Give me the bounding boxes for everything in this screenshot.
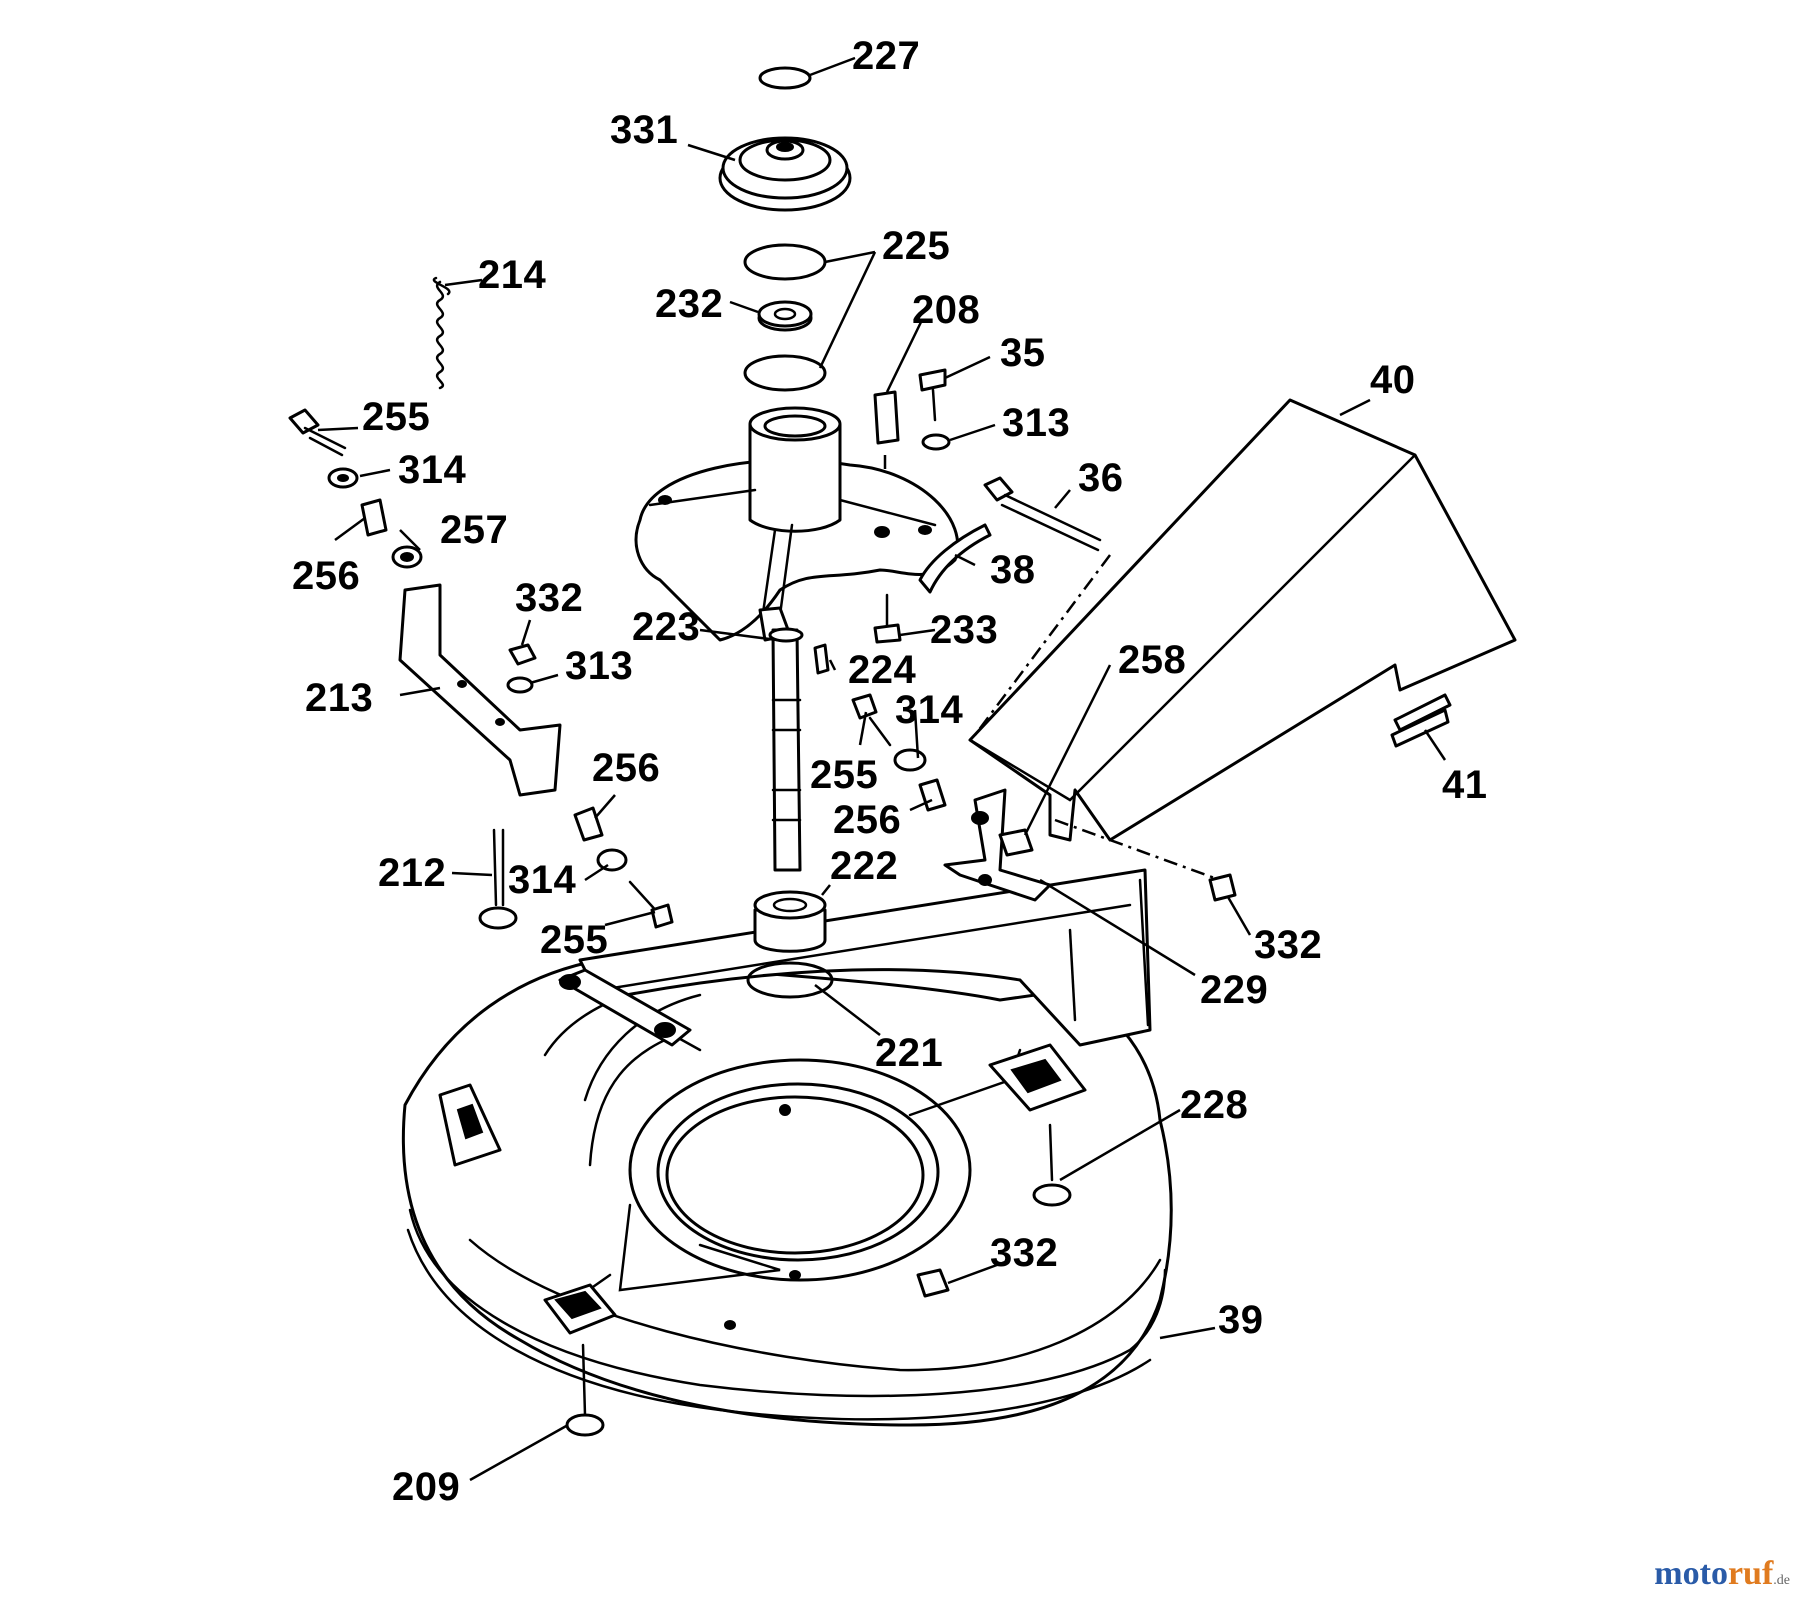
callout-214: 214 bbox=[478, 253, 547, 297]
pulley bbox=[718, 136, 852, 212]
alignment-line bbox=[1054, 818, 1221, 882]
callout-212: 212 bbox=[378, 851, 447, 895]
callout-223: 223 bbox=[632, 605, 701, 649]
bearing-222 bbox=[753, 890, 827, 953]
bolt-35 bbox=[918, 368, 947, 392]
alignment-line bbox=[974, 554, 1111, 736]
callout-41: 41 bbox=[1442, 763, 1488, 807]
screw-209 bbox=[581, 1343, 587, 1417]
washer-314-c bbox=[596, 848, 628, 872]
nut-332-b bbox=[1208, 873, 1237, 902]
nut-332-c bbox=[916, 1268, 950, 1298]
callout-314-c: 314 bbox=[508, 858, 577, 902]
callout-225: 225 bbox=[882, 224, 951, 268]
bolt-36 bbox=[983, 476, 1102, 552]
bolt-255-a bbox=[288, 408, 347, 457]
strap-38 bbox=[918, 523, 992, 594]
washer-313-a bbox=[921, 433, 951, 451]
spindle-housing bbox=[634, 406, 960, 642]
callout-227: 227 bbox=[852, 34, 921, 78]
snap-ring-225-bottom bbox=[743, 354, 827, 392]
callout-313-a: 313 bbox=[1002, 401, 1071, 445]
callout-331: 331 bbox=[610, 108, 679, 152]
snap-ring-221 bbox=[746, 961, 834, 999]
bracket-229 bbox=[943, 788, 1052, 902]
leader-lines bbox=[317, 56, 1447, 1482]
callout-314-a: 314 bbox=[398, 448, 467, 492]
washer-314-b bbox=[893, 748, 927, 772]
snap-ring-227 bbox=[758, 66, 812, 90]
callout-313-b: 313 bbox=[565, 644, 634, 688]
callout-256-c: 256 bbox=[833, 798, 902, 842]
bracket-213 bbox=[398, 583, 562, 797]
callout-332-c: 332 bbox=[990, 1231, 1059, 1275]
callout-233: 233 bbox=[930, 608, 999, 652]
callout-222: 222 bbox=[830, 844, 899, 888]
callout-257: 257 bbox=[440, 508, 509, 552]
key-224 bbox=[813, 643, 830, 675]
callout-221: 221 bbox=[875, 1031, 944, 1075]
callout-255-c: 255 bbox=[540, 918, 609, 962]
spindle-shaft bbox=[768, 627, 804, 872]
screw-228 bbox=[1048, 1123, 1054, 1182]
callout-255-b: 255 bbox=[810, 753, 879, 797]
callout-213: 213 bbox=[305, 676, 374, 720]
spacer-208 bbox=[873, 390, 900, 445]
callout-228: 228 bbox=[1180, 1083, 1249, 1127]
bearing-232 bbox=[757, 300, 813, 332]
callout-332-b: 332 bbox=[1254, 923, 1323, 967]
callout-314-b: 314 bbox=[895, 688, 964, 732]
callout-209: 209 bbox=[392, 1465, 461, 1509]
callout-256-a: 256 bbox=[292, 554, 361, 598]
callout-256-b: 256 bbox=[592, 746, 661, 790]
discharge-chute bbox=[968, 398, 1517, 842]
snap-ring-225-top bbox=[743, 243, 827, 281]
spring-214 bbox=[432, 276, 451, 390]
callout-255-a: 255 bbox=[362, 395, 431, 439]
deck-housing bbox=[401, 868, 1173, 1427]
washer-313-b bbox=[506, 676, 534, 694]
callout-208: 208 bbox=[912, 288, 981, 332]
spacer-256-a bbox=[360, 498, 388, 537]
callout-38: 38 bbox=[990, 548, 1036, 592]
callout-40: 40 bbox=[1370, 358, 1416, 402]
nut-332-a bbox=[508, 643, 537, 666]
nut-258 bbox=[998, 828, 1034, 857]
callout-35: 35 bbox=[1000, 331, 1046, 375]
spacer-256-c bbox=[918, 778, 947, 812]
callout-36: 36 bbox=[1078, 456, 1124, 500]
watermark-logo: motoruf.de bbox=[1654, 1555, 1790, 1592]
callout-224: 224 bbox=[848, 648, 917, 692]
callout-39: 39 bbox=[1218, 1298, 1264, 1342]
stud-212 bbox=[478, 828, 518, 930]
bolt-255-b bbox=[851, 693, 878, 720]
callout-258: 258 bbox=[1118, 638, 1187, 682]
callout-232: 232 bbox=[655, 282, 724, 326]
callout-229: 229 bbox=[1200, 968, 1269, 1012]
callout-332-a: 332 bbox=[515, 576, 584, 620]
